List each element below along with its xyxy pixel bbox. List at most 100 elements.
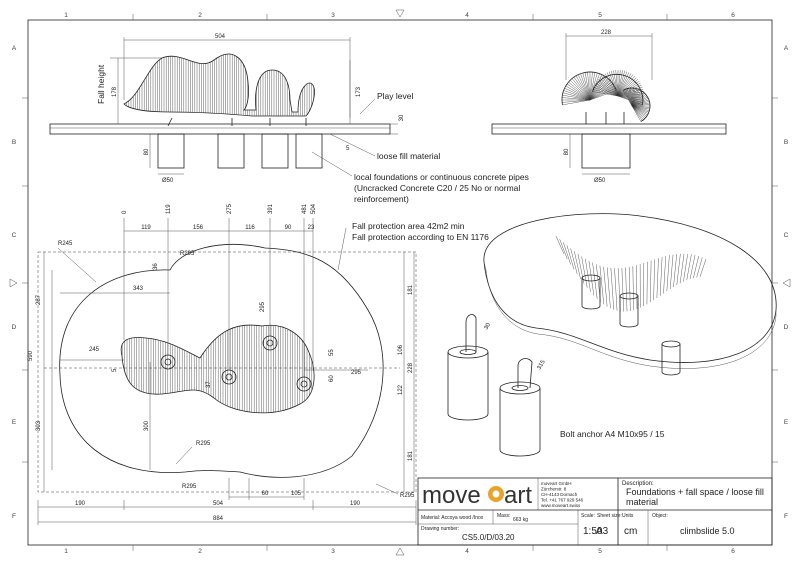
seg-dim-116: 116 [245,225,255,231]
grid-labels: 1 2 3 4 5 6 1 2 3 4 5 6 A B C D E F A B … [12,12,789,555]
drawing-number: CS5.0/D/03.20 [462,533,515,542]
anchor-circles [160,335,312,392]
top-dim-391: 391 [268,203,274,214]
seg-dim-119: 119 [141,225,151,231]
fall-protection-area [59,244,384,478]
dim-228: 228 [408,362,414,373]
scale-value: 1:50 [583,526,603,537]
side-width-dim: 504 [215,34,226,40]
r295-bottom: R295 [182,484,197,490]
iso-sculpture-hatch [555,235,707,312]
grid-row-e: E [12,419,17,426]
object-value: climbslide 5.0 [680,526,735,536]
grid-row-f-right: F [784,513,788,520]
grid-col-4: 4 [465,12,469,19]
side-dim-30: 30 [399,114,405,121]
grid-col-1: 1 [64,12,68,19]
center-mark-left [9,278,18,288]
sculpture-side-outline [123,53,315,117]
top-dim-119: 119 [166,204,172,214]
foundations-note-3: reinforcement) [354,194,409,204]
grid-row-e-right: E [784,419,789,426]
fall-zone-rect [37,251,417,493]
foundation-2 [217,133,245,169]
dim-181-bot: 181 [408,450,414,461]
dim-295v: 295 [260,301,266,312]
dim-295h: 295 [351,370,362,376]
iso-dim-315: 315 [537,359,548,371]
sculpture-side-hatch [124,54,314,116]
grid-col-5: 5 [598,12,602,19]
dim-60v: 60 [329,375,335,382]
grid-col-1-bottom: 1 [64,548,68,555]
dim-55: 55 [329,349,335,356]
fall-height-label: Fall height [96,64,106,104]
dim-37: 37 [206,381,212,388]
end-dim-80: 80 [564,148,570,155]
grid-col-4-bottom: 4 [465,548,469,555]
grid-row-b-right: B [784,139,788,146]
sheet-size-label: Sheet size: [597,513,622,519]
company-line-1: moveart GmbH [541,481,572,486]
units-value: cm [624,526,637,537]
center-mark-bottom [395,547,405,556]
play-level-platform [49,123,391,135]
title-block: move art moveart GmbH Zürcherstr. 8 CH-4… [417,477,773,546]
end-platform [491,123,727,135]
grid-col-5-bottom: 5 [598,548,602,555]
foundation-3 [261,133,289,169]
iso-view: 30 315 Bolt anchor A4 M10x95 / 15 [447,213,777,457]
side-height-173: 173 [356,86,362,97]
side-dim-d50: Ø50 [162,178,174,184]
dim-287: 287 [36,294,42,305]
plan-top-dims [123,218,314,378]
sheet-size-value: A3 [596,526,609,537]
grid-row-c-right: C [784,232,789,239]
r245-top: R245 [58,241,73,247]
dim-300: 300 [144,420,150,431]
iso-dim-30: 30 [484,322,493,331]
drawing-number-label: Drawing number: [421,526,459,532]
company-line-2: Zürcherstr. 8 [541,487,567,492]
side-dim-5: 5 [346,146,350,152]
grid-row-a-right: A [784,45,789,52]
iso-foundations [581,274,681,376]
iso-fall-area [483,213,777,363]
end-view: 228 80 Ø50 [491,30,727,184]
sculpture-posts [167,117,307,127]
scale-label: Scale: [581,513,595,519]
dim-504-plan: 504 [213,501,224,507]
fall-note-1: Fall protection area 42m2 min [352,221,465,231]
company-line-4: Tel. +41 767 929 546 [541,498,584,503]
grid-row-d-right: D [784,324,789,331]
logo-move: move [422,482,481,509]
loose-fill-label: loose fill material [377,151,440,161]
grid-row-b: B [12,139,16,146]
dim-122: 122 [398,384,404,395]
center-mark-top [395,9,405,18]
dim-190-left: 190 [75,501,86,507]
foundation-4 [295,133,323,169]
top-dim-0: 0 [122,210,128,214]
bolt-anchor-2 [499,358,541,457]
seg-dim-90: 90 [285,225,292,231]
grid-col-6-bottom: 6 [731,548,735,555]
fall-note-2: Fall protection according to EN 1176 [352,232,489,242]
top-dim-504: 504 [311,203,317,214]
grid-col-3-bottom: 3 [331,548,335,555]
grid-row-f: F [12,513,16,520]
dim-343: 343 [133,286,144,292]
top-dim-481: 481 [302,203,308,214]
company-line-3: CH-4143 Dornach [541,492,578,497]
bolt-anchor-1 [447,314,489,421]
description-line-2: material [626,497,658,507]
r295-inner: R295 [196,441,211,447]
units-label: Units [622,513,634,519]
dim-36: 36 [153,263,159,270]
dim-590: 590 [28,350,34,361]
object-label: Object: [652,513,668,519]
dim-181-top: 181 [408,284,414,295]
center-mark-right [782,278,791,288]
material-label: Material: Accoya wood /Inox [421,515,484,521]
grid-row-a: A [12,45,17,52]
